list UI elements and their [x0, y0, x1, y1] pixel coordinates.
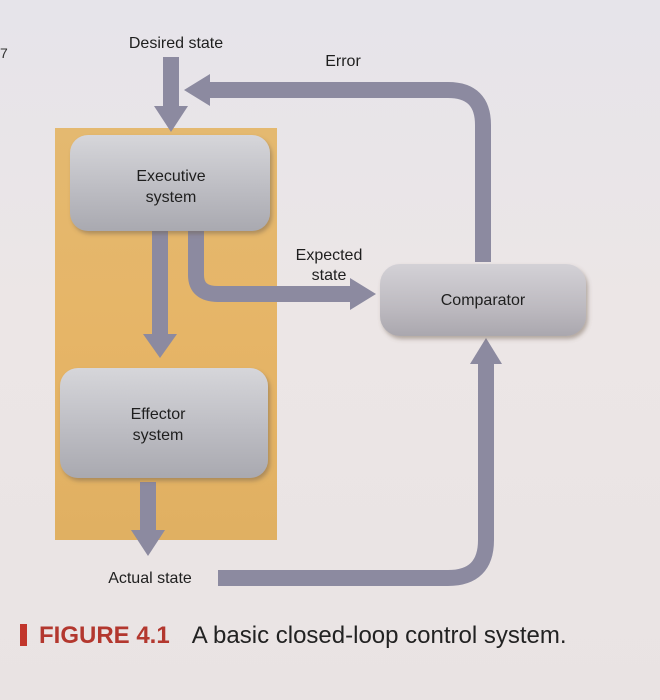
expected-state-label-line2: state	[311, 267, 347, 284]
executive-to-effector-arrowhead	[143, 334, 177, 358]
executive-label-line1: Executive	[136, 168, 206, 185]
executive-system-box	[70, 135, 270, 231]
error-arrow	[208, 82, 491, 262]
expected-state-label-line1: Expected	[295, 247, 363, 264]
figure-caption: FIGURE 4.1 A basic closed-loop control sy…	[20, 620, 640, 652]
feedback-arrowhead	[470, 338, 502, 364]
error-label: Error	[325, 53, 361, 70]
effector-to-actual-arrowhead	[131, 530, 165, 556]
executive-label-line2: system	[145, 189, 197, 206]
arrowheads	[131, 74, 502, 556]
expected-state-label: Expected state	[284, 246, 374, 286]
expected-state-arrow	[188, 228, 352, 302]
comparator-box	[380, 264, 586, 336]
comparator-label: Comparator	[440, 292, 526, 309]
desired-state-label: Desired state	[128, 35, 224, 52]
effector-label-line2: system	[132, 427, 184, 444]
caption-accent-bar	[20, 624, 27, 646]
effector-system-label: Effector system	[108, 404, 208, 446]
feedback-arrow	[218, 362, 494, 586]
expected-state-arrowhead	[350, 278, 376, 310]
executive-system-label: Executive system	[118, 166, 224, 208]
desired-state-arrowhead	[154, 106, 188, 132]
arrows	[140, 57, 494, 586]
error-arrowhead	[184, 74, 210, 106]
actual-state-label: Actual state	[108, 570, 192, 587]
effector-system-box	[60, 368, 268, 478]
effector-label-line1: Effector	[130, 406, 186, 423]
figure-caption-text: A basic closed-loop control system.	[191, 622, 567, 649]
margin-mark: 7	[0, 45, 8, 61]
figure-number: FIGURE 4.1	[39, 622, 170, 649]
